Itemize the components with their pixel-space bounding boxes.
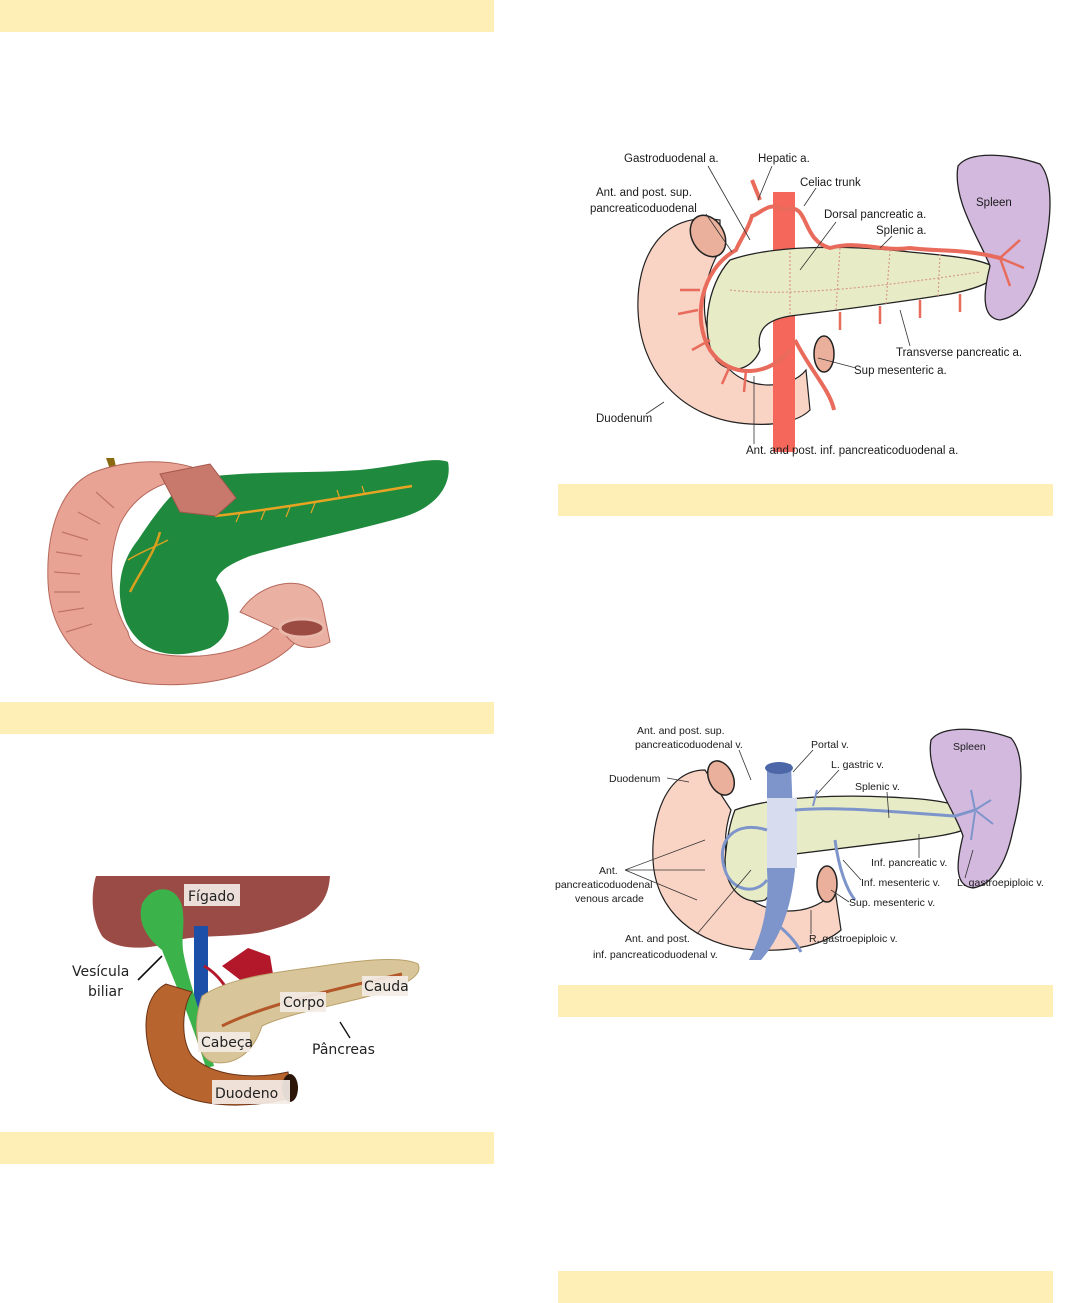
portal-vein-lumen	[765, 762, 793, 774]
label-duodenum: Duodenum	[609, 773, 661, 785]
aorta	[773, 192, 795, 452]
caption-bar-left-1	[0, 0, 494, 32]
duodenum-opening	[689, 214, 727, 258]
label-inf-pd-1: Ant. and post.	[625, 933, 690, 945]
label-box	[198, 1032, 250, 1052]
label-splenic: Splenic v.	[855, 781, 900, 793]
head-duct	[128, 531, 162, 593]
pancreatic-duct	[214, 484, 413, 518]
jejunum-lumen	[278, 617, 326, 639]
label-inf-pancreatic: Inf. pancreatic v.	[871, 857, 947, 869]
label-arcade-2: pancreaticoduodenal	[555, 879, 653, 891]
gallbladder	[140, 889, 214, 1068]
label-transverse: Transverse pancreatic a.	[896, 347, 1022, 359]
label-sup-pd-1: Ant. and post. sup.	[637, 725, 725, 737]
label-duodenum: Duodenum	[596, 413, 652, 425]
caption-bar-left-3	[0, 1132, 494, 1164]
venous-drainage-diagram: Ant. and post. sup. pancreaticoduodenal …	[555, 725, 1044, 961]
label-biliar: biliar	[88, 984, 123, 1000]
arrow-pancreas	[339, 1021, 351, 1039]
label-cauda: Cauda	[364, 979, 409, 995]
label-sup-pd-2: pancreaticoduodenal v.	[635, 739, 743, 751]
label-l-gastric: L. gastric v.	[831, 759, 884, 771]
label-l-gastroepiploic: L. gastroepiploic v.	[957, 877, 1044, 889]
leader-lines	[645, 165, 911, 444]
label-arcade-3: venous arcade	[575, 893, 644, 905]
label-hepatic: Hepatic a.	[758, 153, 810, 165]
label-sup-pd-2: pancreaticoduodenal	[590, 203, 697, 215]
label-dorsal: Dorsal pancreatic a.	[824, 209, 926, 221]
duct-branch	[127, 539, 169, 561]
label-cabeca: Cabeça	[201, 1035, 253, 1051]
label-celiac: Celiac trunk	[800, 177, 861, 189]
duodenum-folds	[53, 491, 115, 633]
arterial-supply-diagram: Gastroduodenal a. Hepatic a. Celiac trun…	[590, 153, 1051, 457]
label-sup-pd-1: Ant. and post. sup.	[596, 187, 692, 199]
duct-branches	[235, 485, 366, 523]
label-splenic: Splenic a.	[876, 225, 927, 237]
label-r-gastroepiploic: R. gastroepiploic v.	[809, 933, 898, 945]
label-corpo: Corpo	[283, 995, 325, 1011]
caption-bar-right-2	[558, 985, 1053, 1017]
pancreas-regions-diagram: Fígado Vesícula biliar Cauda Corpo Cabeç…	[72, 876, 420, 1106]
label-box	[362, 976, 408, 996]
label-spleen: Spleen	[976, 197, 1012, 209]
label-inf-mesenteric: Inf. mesenteric v.	[861, 877, 940, 889]
caption-bar-right-3	[558, 1271, 1053, 1303]
jejunum-opening	[816, 865, 838, 903]
label-box	[212, 1080, 290, 1104]
pancreas-duodenum-illustration	[47, 458, 449, 686]
label-spleen: Spleen	[953, 741, 986, 753]
caption-bar-left-2	[0, 702, 494, 734]
label-vesicula: Vesícula	[72, 964, 129, 980]
duodenum-opening	[706, 760, 736, 796]
label-sup-mesenteric: Sup. mesenteric v.	[849, 897, 935, 909]
spleen	[956, 154, 1051, 321]
arterial-branches	[677, 239, 1025, 393]
jejunum-opening	[813, 335, 835, 373]
label-box	[184, 884, 240, 906]
label-pancreas: Pâncreas	[312, 1042, 375, 1058]
label-gastroduodenal: Gastroduodenal a.	[624, 153, 719, 165]
intrapancreatic-arteries	[729, 247, 981, 316]
leader-lines	[624, 749, 974, 935]
label-sup-mesenteric: Sup mesenteric a.	[854, 365, 947, 377]
label-inf-pd: Ant. and post. inf. pancreaticoduodenal …	[746, 445, 958, 457]
portal-vein-overlay	[767, 798, 797, 868]
arrow-gallbladder	[137, 955, 163, 981]
veins	[720, 807, 976, 953]
vein-branches	[812, 789, 994, 841]
label-inf-pd-2: inf. pancreaticoduodenal v.	[593, 949, 718, 961]
label-portal: Portal v.	[811, 739, 849, 751]
label-duodeno: Duodeno	[215, 1086, 278, 1102]
caption-bar-right-1	[558, 484, 1053, 516]
arteries	[698, 179, 1001, 411]
label-figado: Fígado	[188, 889, 235, 905]
label-arcade-1: Ant.	[599, 865, 618, 877]
label-box	[280, 992, 326, 1012]
duodenum-opening	[159, 463, 237, 517]
